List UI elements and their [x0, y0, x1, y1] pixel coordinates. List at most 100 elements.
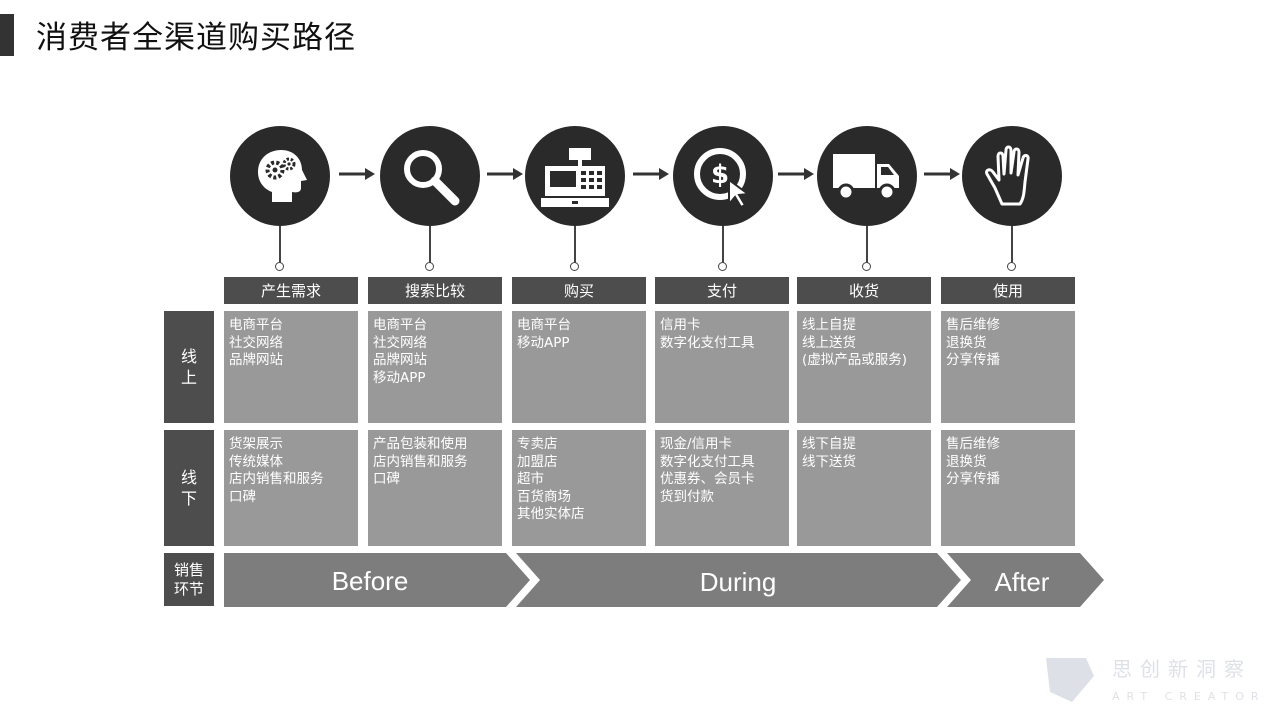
cell-text: 移动APP [373, 369, 426, 386]
stage-header: 支付 [655, 277, 789, 304]
phase-chevron-during [516, 553, 961, 607]
cell-text: 退换货 [946, 334, 987, 351]
cell-text: 百货商场 [517, 488, 571, 505]
grid-cell: 信用卡 数字化支付工具 [655, 311, 789, 423]
watermark-text: 思创新洞察 [1112, 657, 1252, 681]
grid-cell: 专卖店 加盟店 超市 百货商场 其他实体店 [512, 430, 646, 546]
cell-text: 电商平台 [373, 317, 427, 333]
cell-text: 社交网络 [229, 334, 283, 351]
stage-header: 产生需求 [224, 277, 358, 304]
cell-text: 超市 [517, 471, 544, 487]
stage-header: 使用 [941, 277, 1075, 304]
head-gears-icon [258, 150, 307, 202]
row-label-text: 线 下 [180, 468, 197, 508]
flow-arrow-icon [924, 168, 960, 180]
flow-arrow-icon [487, 168, 523, 180]
cell-text: 其他实体店 [517, 506, 585, 522]
grid-cell: 售后维修 退换货 分享传播 [941, 430, 1075, 546]
phase-chevron-before [224, 553, 530, 607]
grid-cell: 线上自提 线上送货 (虚拟产品或服务) [797, 311, 931, 423]
grid-cell: 电商平台 社交网络 品牌网站 [224, 311, 358, 423]
cell-text: 电商平台 [517, 317, 571, 333]
cell-text: 品牌网站 [229, 352, 283, 368]
cell-text: 口碑 [229, 488, 256, 505]
stage-icon-circle [230, 126, 330, 226]
row-label-text: 线 上 [180, 347, 197, 387]
cell-text: 数字化支付工具 [660, 334, 755, 351]
grid-cell: 货架展示 传统媒体 店内销售和服务 口碑 [224, 430, 358, 546]
grid-cell: 电商平台 社交网络 品牌网站 移动APP [368, 311, 502, 423]
watermark-shield-icon [1046, 658, 1094, 702]
cell-text: 线下送货 [802, 453, 856, 470]
flow-arrow-icon [339, 168, 375, 180]
cell-text: 现金/信用卡 [660, 436, 733, 452]
connector-dot [862, 262, 871, 271]
connector-dot [425, 262, 434, 271]
cell-text: 优惠券、会员卡 [660, 471, 755, 487]
stage-icon-circle [962, 126, 1062, 226]
connector-stem [722, 226, 724, 264]
svg-text:$: $ [711, 160, 729, 190]
cell-text: 数字化支付工具 [660, 453, 755, 470]
cash-register-icon [541, 148, 609, 207]
connector-dot [718, 262, 727, 271]
connector-dot [1007, 262, 1016, 271]
phase-chevron-bar: Before During After [224, 553, 1104, 607]
stage-header: 收货 [797, 277, 931, 304]
row-label-online: 线 上 [164, 311, 214, 423]
cell-text: 加盟店 [517, 453, 558, 470]
cell-text: 店内销售和服务 [373, 453, 468, 470]
page-title: 消费者全渠道购买路径 [36, 20, 356, 56]
phase-label-after: After [995, 567, 1050, 597]
row-label-sales-phase: 销售 环节 [164, 553, 214, 606]
connector-stem [279, 226, 281, 264]
grid-cell: 现金/信用卡 数字化支付工具 优惠券、会员卡 货到付款 [655, 430, 789, 546]
connector-stem [866, 226, 868, 264]
watermark-subtext: ART CREATOR [1112, 690, 1266, 703]
stage-icon-circle: $ [673, 126, 773, 226]
cell-text: 专卖店 [517, 436, 558, 452]
stage-icon-circle [525, 126, 625, 226]
phase-chevron-after [947, 553, 1104, 607]
cell-text: 口碑 [373, 471, 400, 487]
connector-stem [429, 226, 431, 264]
cell-text: 退换货 [946, 453, 987, 470]
delivery-truck-icon [833, 154, 899, 201]
dollar-click-icon: $ [694, 148, 751, 208]
cell-text: 产品包装和使用 [373, 436, 468, 452]
cell-text: 售后维修 [946, 436, 1000, 452]
cell-text: 线上送货 [802, 334, 856, 351]
stage-header: 购买 [512, 277, 646, 304]
row-label-offline: 线 下 [164, 430, 214, 546]
stage-icon-circle [817, 126, 917, 226]
cell-text: 品牌网站 [373, 352, 427, 368]
cell-text: 信用卡 [660, 317, 701, 333]
connector-dot [275, 262, 284, 271]
connector-stem [1011, 226, 1013, 264]
cell-text: 社交网络 [373, 334, 427, 351]
cell-text: 传统媒体 [229, 453, 283, 470]
cell-text: 货架展示 [229, 436, 283, 452]
grid-cell: 产品包装和使用 店内销售和服务 口碑 [368, 430, 502, 546]
cell-text: 店内销售和服务 [229, 471, 324, 487]
stage-header: 搜索比较 [368, 277, 502, 304]
grid-cell: 线下自提 线下送货 [797, 430, 931, 546]
title-accent-bar [0, 14, 14, 56]
cell-text: 分享传播 [946, 471, 1000, 487]
watermark-logo: 思创新洞察 ART CREATOR [1046, 657, 1266, 703]
cell-text: 分享传播 [946, 352, 1000, 368]
cell-text: 电商平台 [229, 317, 283, 333]
cell-text: 移动APP [517, 334, 570, 351]
flow-arrow-icon [633, 168, 669, 180]
cell-text: 线上自提 [802, 317, 856, 333]
cell-text: 线下自提 [802, 436, 856, 452]
flow-arrow-icon [778, 168, 814, 180]
cell-text: 货到付款 [660, 488, 714, 505]
connector-stem [574, 226, 576, 264]
row-label-text: 销售 环节 [173, 560, 204, 598]
grid-cell: 售后维修 退换货 分享传播 [941, 311, 1075, 423]
magnifier-icon [404, 150, 460, 206]
stage-icon-circle [380, 126, 480, 226]
cell-text: (虚拟产品或服务) [802, 352, 908, 368]
hand-icon [985, 145, 1030, 206]
